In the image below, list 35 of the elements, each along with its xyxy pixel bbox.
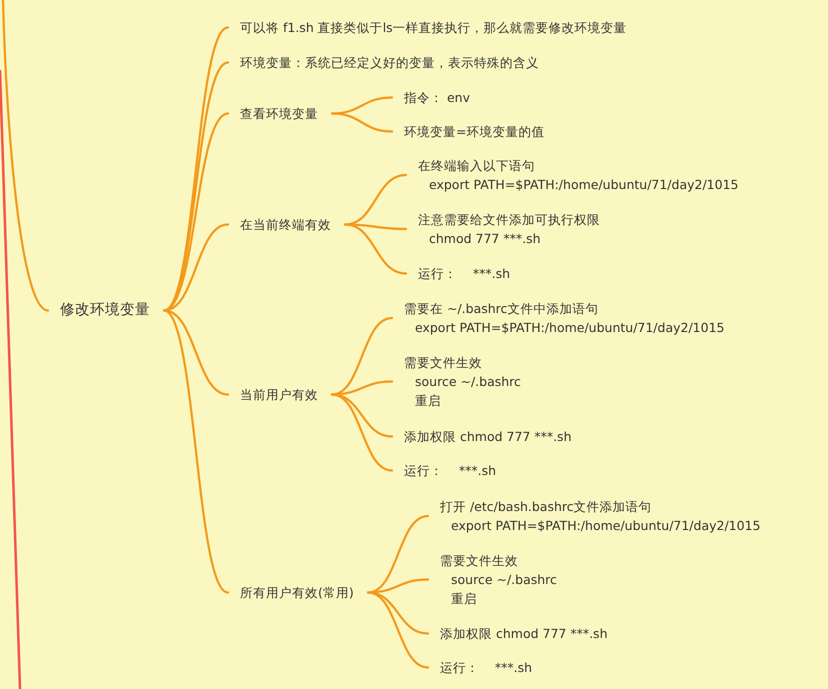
topic-text: 重启 <box>450 590 478 608</box>
topic-text: 添加权限 chmod 777 ***.sh <box>404 428 572 446</box>
topic-text: export PATH=$PATH:/home/ubuntu/71/day2/1015 <box>414 318 724 336</box>
topic-text: 可以将 f1.sh 直接类似于ls一样直接执行，那么就需要修改环境变量 <box>240 18 627 36</box>
topic-text: export PATH=$PATH:/home/ubuntu/71/day2/1015 <box>450 516 760 534</box>
topic-text: 环境变量：系统已经定义好的变量，表示特殊的含义 <box>240 54 539 72</box>
topic-text: 环境变量=环境变量的值 <box>404 122 544 140</box>
topic-text: 需要文件生效 <box>404 354 483 372</box>
topic-text: 注意需要给文件添加可执行权限 <box>418 210 600 228</box>
topic-text: export PATH=$PATH:/home/ubuntu/71/day2/1015 <box>428 176 738 194</box>
topic-text: 当前用户有效 <box>240 386 318 404</box>
branch-connector <box>330 112 394 133</box>
topic-text: 需要文件生效 <box>440 552 519 570</box>
topic-text: source ~/.bashrc <box>414 372 521 390</box>
topic-text: 运行： ***.sh <box>440 658 532 676</box>
topic-text: 所有用户有效(常用) <box>240 584 354 602</box>
topic-text: 在终端输入以下语句 <box>418 156 536 174</box>
branch-connector <box>2 0 50 312</box>
topic-text: 添加权限 chmod 777 ***.sh <box>440 624 608 642</box>
topic-text: 指令： env <box>404 88 470 106</box>
topic-text: 查看环境变量 <box>240 104 318 122</box>
branch-connector <box>162 309 230 594</box>
branch-connector <box>330 393 394 472</box>
topic-text: 运行： ***.sh <box>418 264 510 282</box>
topic-text: 需要在 ~/.bashrc文件中添加语句 <box>404 300 600 318</box>
topic-text: 重启 <box>414 392 442 410</box>
branch-connector <box>344 223 408 275</box>
branch-connector <box>162 112 230 312</box>
topic-text: chmod 777 ***.sh <box>428 230 542 248</box>
branch-connector <box>366 591 430 669</box>
topic-text: 在当前终端有效 <box>240 216 331 234</box>
topic-text: 打开 /etc/bash.bashrc文件添加语句 <box>440 498 653 516</box>
topic-text: source ~/.bashrc <box>450 570 557 588</box>
topic-text: 运行： ***.sh <box>404 462 496 480</box>
root-topic: 修改环境变量 <box>60 300 150 320</box>
